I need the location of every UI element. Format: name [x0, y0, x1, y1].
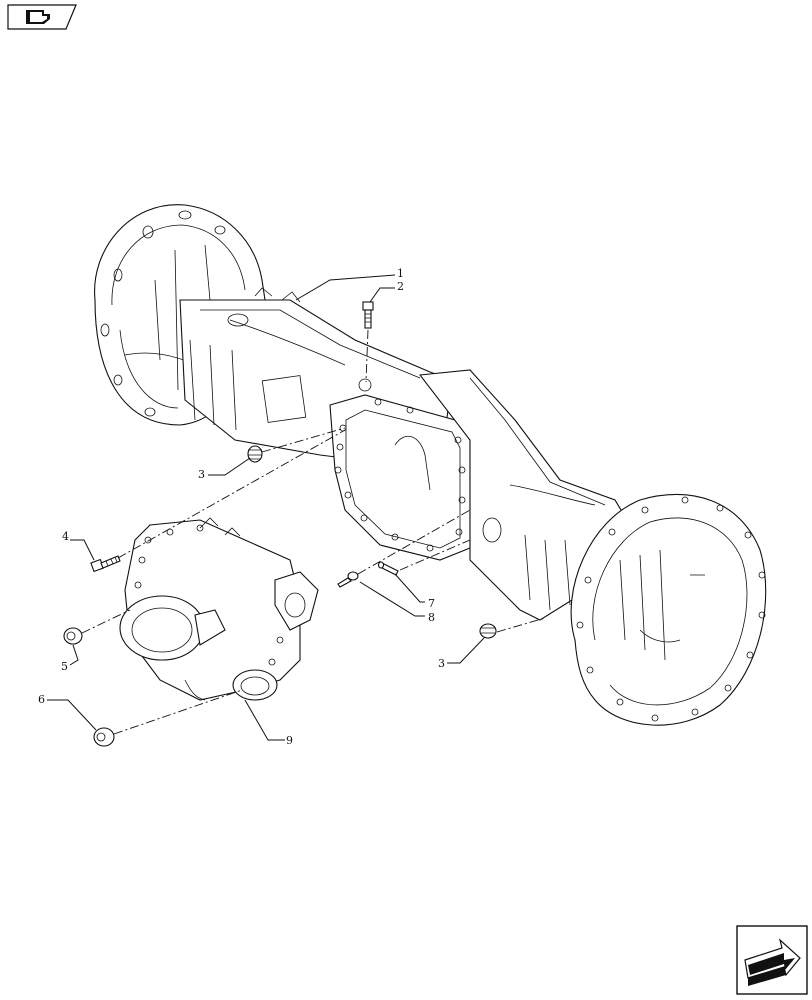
- callout-labels: 1 2 3 4 5 6 7 8 3 9: [38, 267, 445, 747]
- breather-fitting: [362, 301, 374, 329]
- callout-8: 8: [428, 611, 435, 624]
- plug-left: [247, 445, 263, 463]
- callout-3a: 3: [198, 468, 205, 481]
- assembly-lines: [81, 329, 546, 735]
- callout-3b: 3: [438, 657, 445, 670]
- leader-lines: [47, 274, 485, 741]
- axle-housing: [94, 204, 767, 726]
- next-page-arrow-icon[interactable]: [736, 925, 808, 995]
- plug-right: [479, 623, 497, 639]
- callout-1: 1: [397, 267, 404, 280]
- dowel-pin: [377, 561, 399, 576]
- screw: [337, 571, 359, 588]
- callout-7: 7: [428, 597, 435, 610]
- callout-9: 9: [286, 734, 293, 747]
- callout-6: 6: [38, 693, 45, 706]
- differential-carrier: [119, 517, 319, 701]
- book-arrow-icon[interactable]: [7, 4, 77, 30]
- callout-4: 4: [62, 530, 69, 543]
- callout-2: 2: [397, 280, 404, 293]
- plug-6: [93, 727, 115, 747]
- callout-5: 5: [61, 660, 68, 673]
- plug-5: [63, 627, 83, 645]
- bolt: [90, 555, 121, 573]
